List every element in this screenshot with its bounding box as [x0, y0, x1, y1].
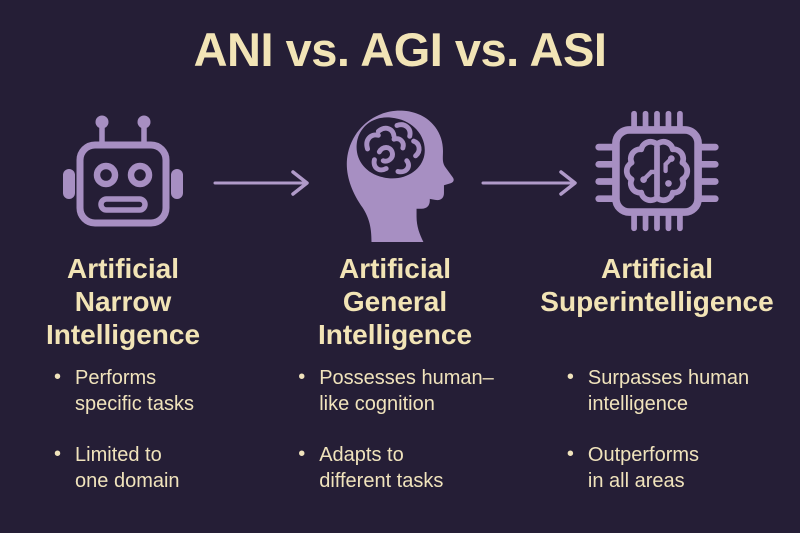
- column-asi: Artificial Superintelligence Surpasses h…: [528, 96, 786, 519]
- bullet-item: Adapts to different tasks: [296, 441, 494, 494]
- robot-head-svg: [63, 115, 183, 227]
- arrow-right-icon: [480, 168, 580, 198]
- bullet-list: Possesses human– like cognition Adapts t…: [296, 364, 494, 519]
- robot-head-icon: [8, 96, 238, 246]
- arrow-right-icon: [212, 168, 312, 198]
- bullet-list: Surpasses human intelligence Outperforms…: [565, 364, 749, 519]
- column-heading: Artificial Narrow Intelligence: [45, 253, 201, 350]
- human-head-brain-svg: [346, 110, 454, 242]
- bullet-item: Outperforms in all areas: [565, 441, 749, 494]
- column-heading: Artificial Superintelligence: [540, 253, 774, 317]
- human-head-brain-icon: [272, 96, 518, 246]
- column-heading: Artificial General Intelligence: [317, 253, 473, 350]
- chip-brain-icon: [528, 96, 786, 246]
- page-title: ANI vs. AGI vs. ASI: [193, 23, 607, 76]
- bullet-item: Limited to one domain: [52, 441, 194, 494]
- bullet-list: Performs specific tasks Limited to one d…: [52, 364, 194, 519]
- column-agi: Artificial General Intelligence Possesse…: [272, 96, 518, 519]
- bullet-item: Surpasses human intelligence: [565, 364, 749, 417]
- chip-brain-svg: [595, 110, 719, 232]
- bullet-item: Performs specific tasks: [52, 364, 194, 417]
- column-ani: Artificial Narrow Intelligence Performs …: [8, 96, 238, 519]
- bullet-item: Possesses human– like cognition: [296, 364, 494, 417]
